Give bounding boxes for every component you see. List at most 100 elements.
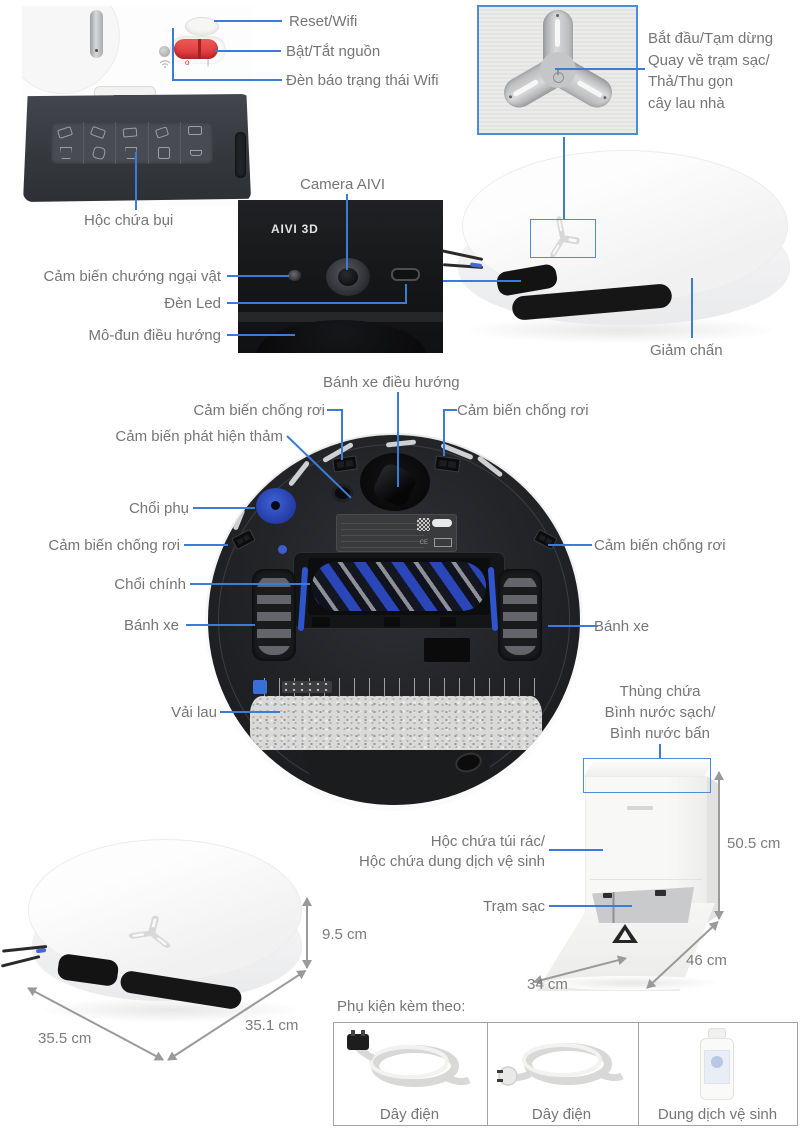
navigation-module-dome (256, 320, 426, 353)
label-start-button: Bắt đầu/Tạm dừng Quay về trạm sạc/ Thả/T… (648, 30, 774, 112)
station-side-face (707, 776, 718, 923)
side-brush-bristle (0, 955, 41, 968)
leader-line (405, 284, 407, 304)
leader-line (341, 409, 343, 460)
power-cable-eu-icon (497, 1043, 624, 1086)
battery-hatch (424, 638, 470, 662)
leader-line (327, 409, 343, 411)
dimension-arrow-station-height (718, 772, 720, 919)
leader-line (215, 50, 281, 52)
table-divider (487, 1023, 488, 1125)
leader-line (443, 409, 445, 456)
mop-plate (250, 678, 540, 696)
table-divider (638, 1023, 639, 1125)
label-nav-module: Mô-đun điều hướng (88, 327, 221, 344)
barcode-box (434, 538, 452, 547)
leader-line (443, 409, 457, 411)
power-symbol-icon (552, 69, 564, 83)
start-button-inset (477, 5, 638, 135)
power-switch (174, 39, 218, 59)
label-bumper: Giảm chấn (650, 342, 723, 359)
leader-line (563, 137, 565, 219)
accessory-label-3: Dung dịch vệ sinh (657, 1106, 778, 1123)
station-lid (583, 761, 713, 777)
label-water-tank: Thùng chứa Bình nước sạch/ Bình nước bẩn (604, 683, 716, 742)
leader-line (214, 20, 282, 22)
dust-bin-instruction-icons (51, 122, 213, 164)
panel-model-text: AIVI 3D (271, 222, 319, 236)
dim-robot-height: 9.5 cm (322, 926, 368, 943)
accessories-title: Phụ kiện kèm theo: (337, 998, 466, 1015)
cleaning-solution-bottle-icon (697, 1028, 737, 1100)
robot-underside-photo: CE (205, 433, 583, 811)
wifi-icon (159, 60, 171, 68)
station-door-seam (590, 879, 702, 880)
leader-line (227, 302, 407, 304)
mop-lift-dial (22, 6, 120, 94)
leader-line (190, 583, 310, 585)
tank-highlight-box (583, 758, 711, 793)
accessory-label-2: Dây điện (531, 1106, 592, 1123)
leader-line (555, 68, 645, 70)
side-brush-arm (251, 454, 270, 479)
dim-station-width: 34 cm (527, 976, 568, 993)
dim-robot-width: 35.5 cm (38, 1030, 92, 1047)
leader-line (135, 152, 137, 210)
label-carpet-sensor: Cảm biến phát hiện thảm (115, 428, 283, 445)
dial-slot (90, 10, 103, 58)
label-wheel-left: Bánh xe (123, 617, 179, 634)
carpet-sensor (332, 484, 353, 502)
leader-line (184, 544, 228, 546)
label-side-brush: Chổi phụ (128, 500, 189, 517)
leader-line (549, 849, 603, 851)
leader-line (227, 275, 289, 277)
leader-line (659, 744, 661, 758)
leader-line (193, 507, 255, 509)
label-obstacle-sensor: Cảm biến chướng ngại vật (43, 268, 221, 285)
leader-line (548, 625, 598, 627)
ce-mark: CE (419, 540, 428, 546)
mop-roller (250, 696, 542, 750)
label-mop-cloth: Vải lau (171, 704, 217, 721)
wifi-status-led (159, 46, 170, 57)
label-bag-compartment: Hộc chứa túi rác/ Hộc chứa dung dịch vệ … (359, 833, 545, 870)
dust-bin-photo (23, 94, 251, 202)
main-brush (312, 562, 486, 611)
label-wifi-led: Đèn báo trạng thái Wifi (286, 72, 439, 89)
label-wheel-right: Bánh xe (594, 618, 650, 635)
leader-line (227, 334, 295, 336)
robot-angled-photo (440, 145, 800, 350)
main-brush-window (308, 558, 490, 615)
leader-line (548, 544, 592, 546)
bluetooth-mark (432, 519, 452, 527)
reset-wifi-button (185, 17, 219, 36)
power-cable-uk-icon (347, 1030, 471, 1087)
leader-line (443, 280, 521, 282)
label-drop-sensor: Cảm biến chống rơi (48, 537, 180, 554)
robot-top-closeup-photo: o | (22, 6, 252, 206)
label-drop-sensor: Cảm biến chống rơi (594, 537, 726, 554)
leader-line (220, 711, 280, 713)
robot-underside-body: CE (208, 435, 580, 805)
label-caster-wheel: Bánh xe điều hướng (323, 374, 460, 391)
accessory-label-1: Dây điện (379, 1106, 440, 1123)
accessories-table (333, 1022, 798, 1126)
dim-robot-depth: 35.1 cm (245, 1017, 299, 1034)
leader-line (172, 28, 174, 81)
panel-lower-band (238, 312, 443, 322)
label-drop-sensor: Cảm biến chống rơi (457, 402, 589, 419)
label-power: Bật/Tắt nguồn (286, 43, 381, 60)
dust-bin-handle-slot (235, 132, 246, 178)
blue-screw (278, 545, 287, 554)
label-reset-wifi: Reset/Wifi (289, 13, 358, 30)
leader-line (397, 392, 399, 487)
dim-station-depth: 46 cm (686, 952, 727, 969)
obstacle-sensor-dot (288, 270, 301, 281)
switch-on-mark: | (207, 58, 210, 67)
aivi-camera-lens (326, 258, 370, 296)
led-light (391, 268, 420, 281)
station-logo (627, 806, 653, 810)
right-wheel (498, 569, 542, 661)
dimension-arrow-robot-height (306, 898, 308, 968)
